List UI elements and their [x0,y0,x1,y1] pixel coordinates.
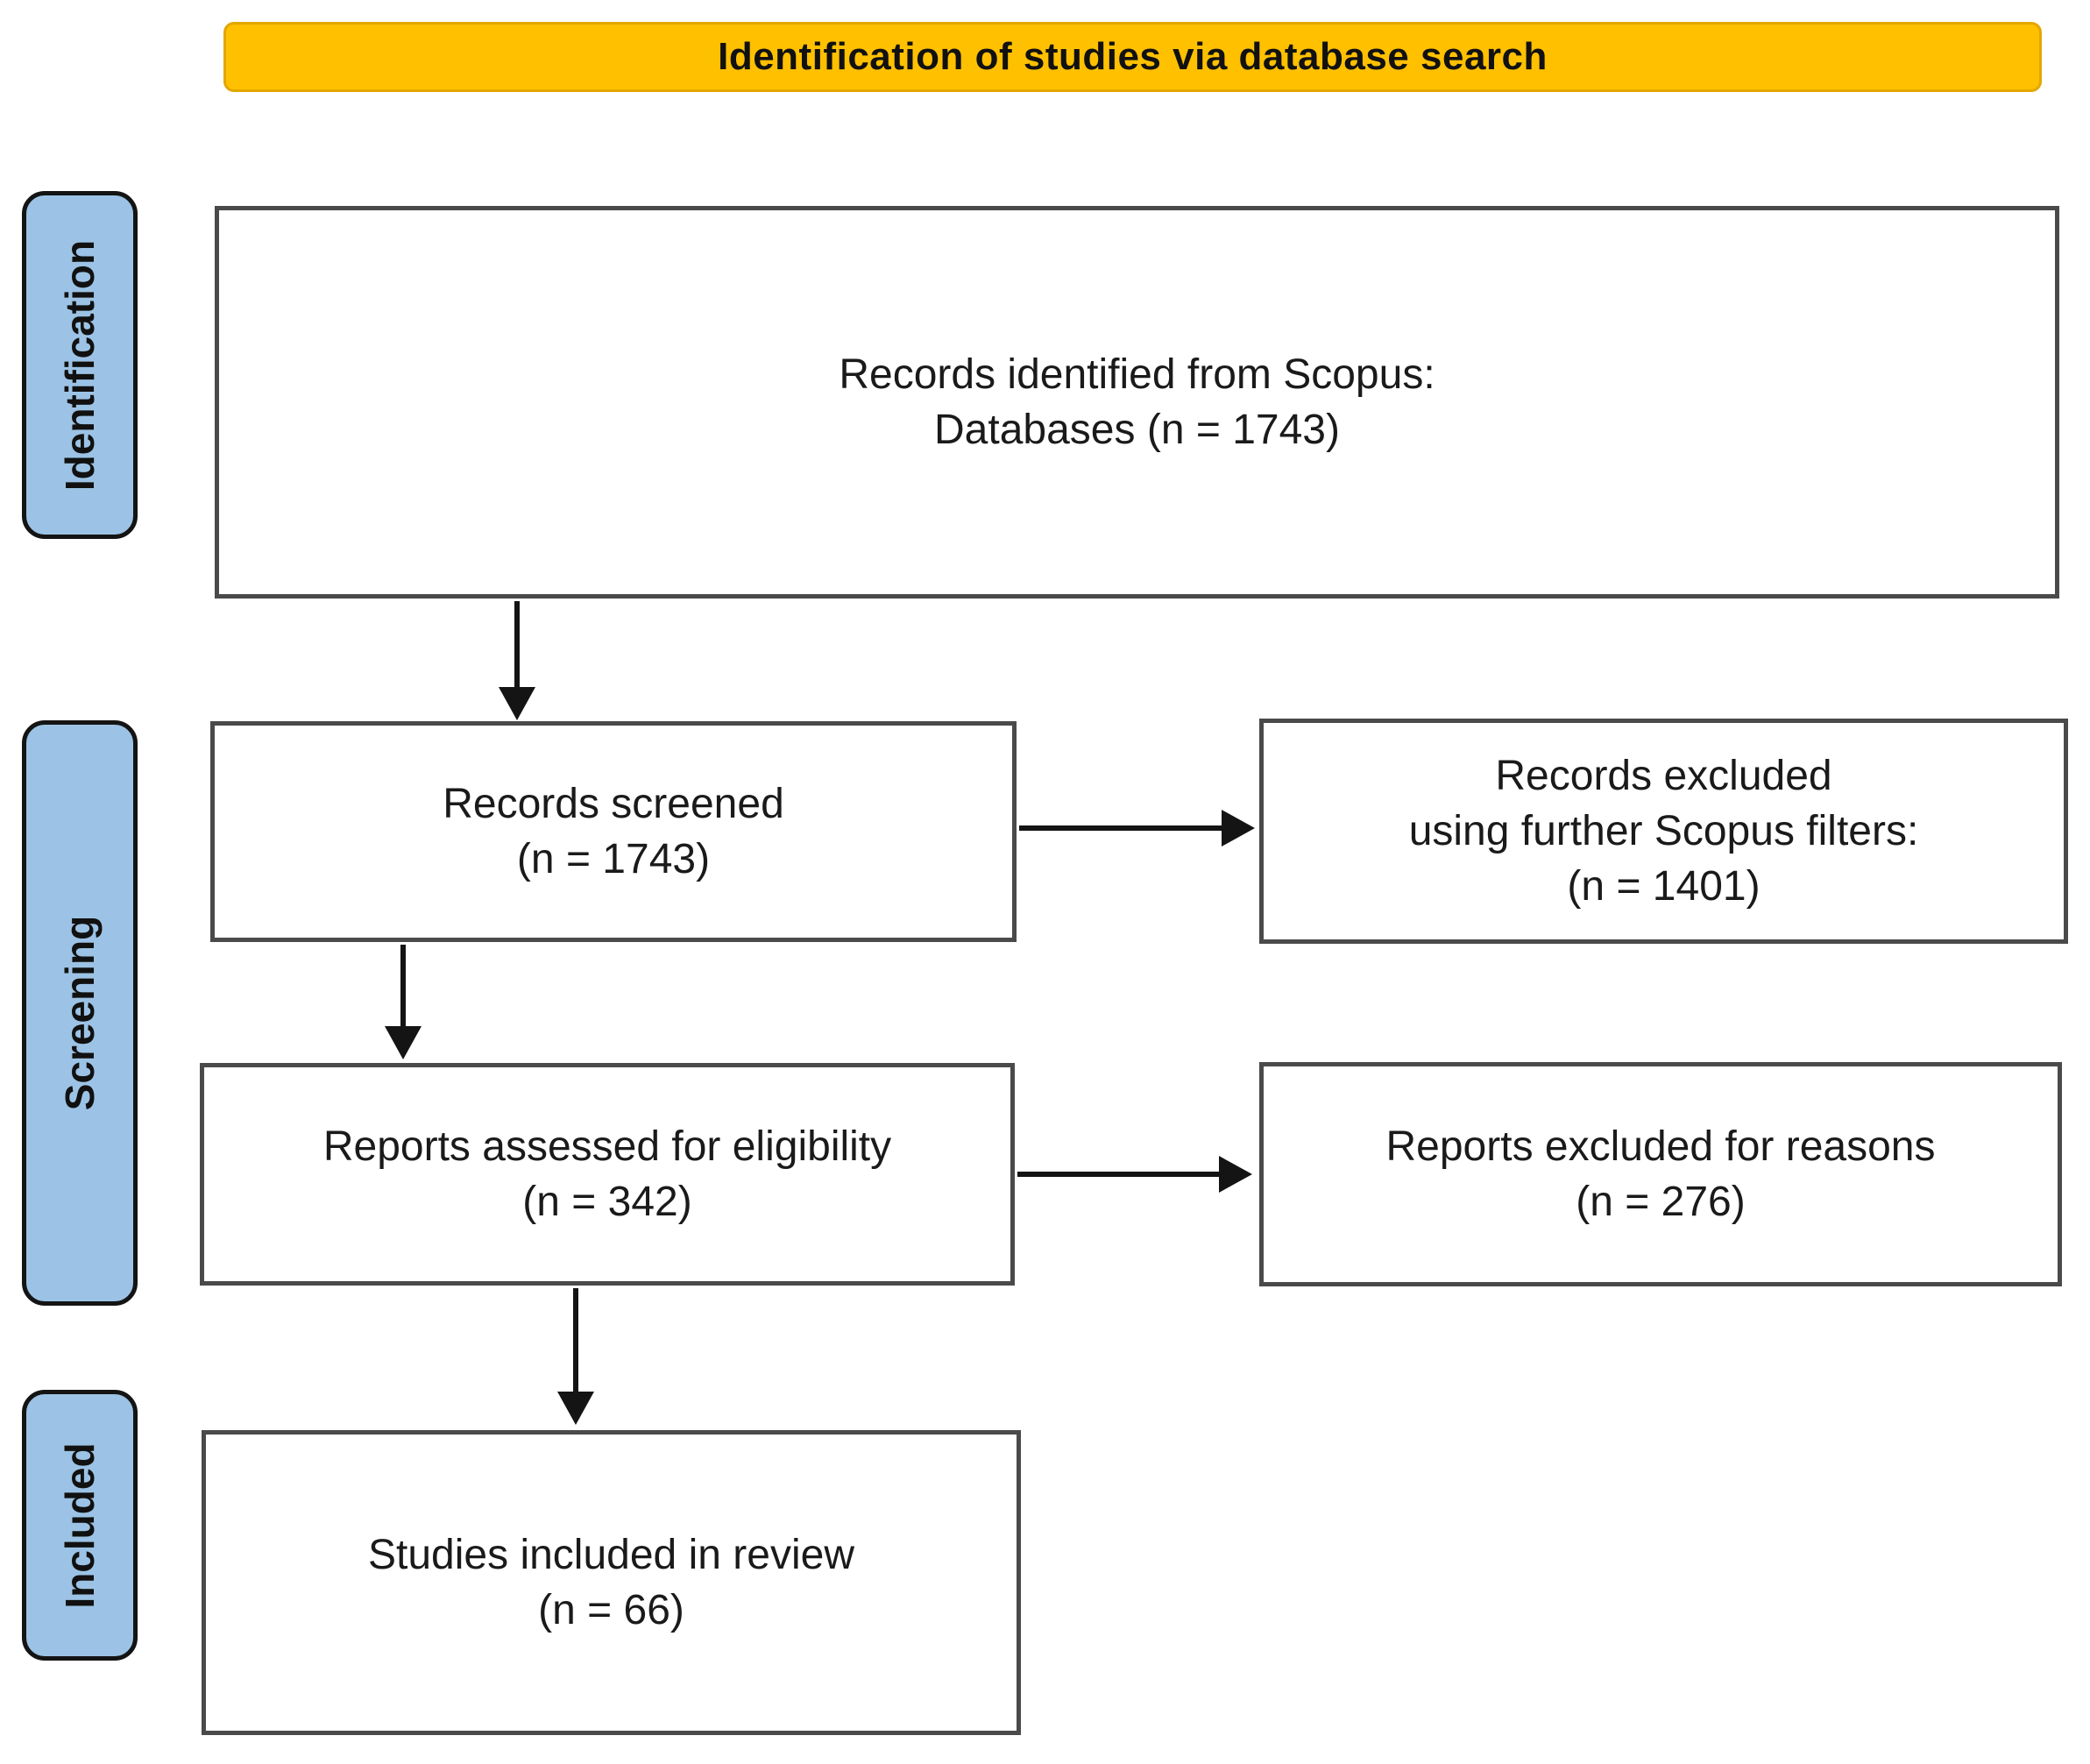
node-records-excluded-line1: Records excluded [1495,753,1832,799]
node-reports-assessed: Reports assessed for eligibility (n = 34… [200,1063,1015,1286]
node-reports-assessed-line2: (n = 342) [522,1179,692,1225]
stage-label-included: Included [22,1390,138,1661]
arrow-assessed-to-included-icon [557,1288,594,1425]
diagram-title: Identification of studies via database s… [718,35,1548,78]
node-records-identified-line2: Databases (n = 1743) [934,407,1340,453]
stage-label-screening: Screening [22,720,138,1306]
node-records-identified-line1: Records identified from Scopus: [839,351,1435,398]
arrow-assessed-to-excluded-icon [1017,1156,1252,1193]
node-reports-excluded-line2: (n = 276) [1576,1179,1746,1225]
stage-label-identification-text: Identification [57,239,103,491]
stage-label-identification: Identification [22,191,138,539]
node-records-excluded-line2: using further Scopus filters: [1408,808,1919,854]
diagram-title-banner: Identification of studies via database s… [223,22,2042,92]
arrow-screened-to-excluded-icon [1019,810,1255,847]
node-reports-excluded-line1: Reports excluded for reasons [1385,1123,1936,1170]
stage-label-screening-text: Screening [57,915,103,1111]
node-studies-included-line1: Studies included in review [368,1532,854,1578]
node-reports-assessed-line1: Reports assessed for eligibility [322,1123,892,1170]
node-studies-included-line2: (n = 66) [538,1587,684,1633]
arrow-screened-to-assessed-icon [385,945,422,1059]
arrow-identified-to-screened-icon [499,601,535,720]
node-records-screened: Records screened (n = 1743) [210,721,1017,942]
node-studies-included: Studies included in review (n = 66) [202,1430,1021,1735]
node-records-identified: Records identified from Scopus: Database… [215,206,2059,599]
node-records-excluded-line3: (n = 1401) [1567,863,1761,910]
node-records-screened-line2: (n = 1743) [516,836,711,882]
stage-label-included-text: Included [57,1442,103,1609]
node-records-screened-line1: Records screened [443,781,784,827]
node-records-excluded: Records excluded using further Scopus fi… [1259,719,2068,944]
node-reports-excluded: Reports excluded for reasons (n = 276) [1259,1062,2062,1286]
